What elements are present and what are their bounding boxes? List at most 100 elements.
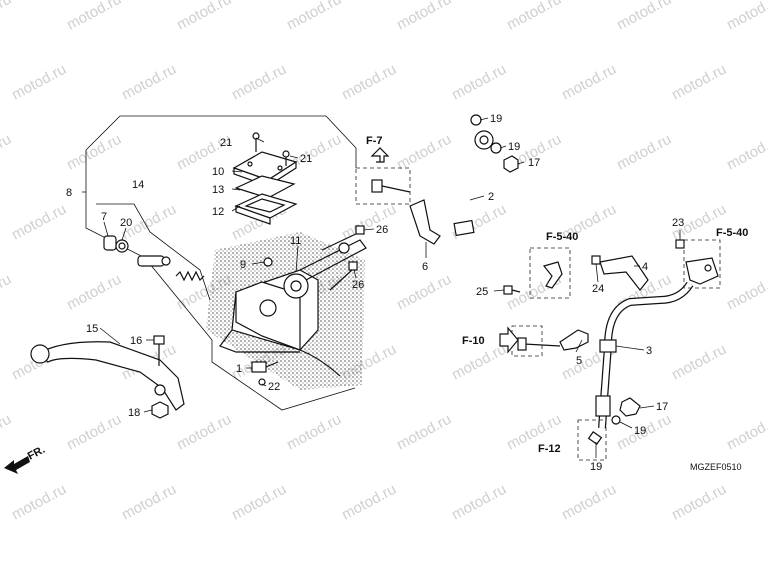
- banjo-washer-19c: [611, 415, 621, 425]
- callout-5: 5: [576, 355, 582, 367]
- watermark-text: motod.ru: [394, 0, 454, 34]
- callout-25: 25: [476, 286, 488, 298]
- watermark-text: motod.ru: [174, 411, 234, 454]
- watermark-text: motod.ru: [724, 271, 768, 314]
- banjo-bolt-17b: [619, 397, 641, 417]
- watermark-text: motod.ru: [339, 61, 399, 104]
- callout-18: 18: [128, 407, 140, 419]
- group-boundary-8: [85, 115, 356, 411]
- watermark-text: motod.ru: [394, 271, 454, 314]
- callout-3: 3: [646, 345, 652, 357]
- watermark-text: motod.ru: [394, 131, 454, 174]
- watermark-text: motod.ru: [229, 61, 289, 104]
- banjo-washer-19d: [587, 431, 603, 445]
- watermark-text: motod.ru: [174, 0, 234, 34]
- watermark-text: motod.ru: [9, 201, 69, 244]
- watermark-text: motod.ru: [449, 201, 509, 244]
- master-cylinder-group: [85, 115, 367, 411]
- watermark-text: motod.ru: [559, 61, 619, 104]
- banjo-washer-19a: [470, 114, 482, 126]
- callout-17a: 17: [528, 157, 540, 169]
- watermark-text: motod.ru: [669, 61, 729, 104]
- watermark-text: motod.ru: [449, 61, 509, 104]
- ref-box-f12: [577, 419, 607, 461]
- watermark-text: motod.ru: [0, 271, 14, 314]
- ref-f10: F-10: [462, 335, 485, 347]
- callout-17b: 17: [656, 401, 668, 413]
- callout-19d: 19: [590, 461, 602, 473]
- group-boundary-8-top: [120, 115, 357, 168]
- watermark-text: motod.ru: [64, 0, 124, 34]
- callout-13: 13: [212, 184, 224, 196]
- callout-19c: 19: [634, 425, 646, 437]
- watermark-text: motod.ru: [284, 0, 344, 34]
- piston-boot-7: [103, 235, 117, 251]
- stay-5: [517, 329, 589, 351]
- callout-7: 7: [101, 211, 107, 223]
- watermark-layer: motod.ru motod.ru motod.ru motod.ru motod.ru…: [0, 0, 768, 524]
- watermark-text: motod.ru: [724, 131, 768, 174]
- lever-nut-18: [151, 401, 169, 419]
- up-arrow-icon: [370, 147, 390, 163]
- watermark-text: motod.ru: [64, 411, 124, 454]
- callout-8: 8: [66, 187, 72, 199]
- group-boundary-14: [96, 203, 211, 301]
- piston: [137, 255, 171, 267]
- diagram-code: MGZEF0510: [690, 462, 742, 472]
- watermark-text: motod.ru: [64, 131, 124, 174]
- callout-14: 14: [132, 179, 144, 191]
- watermark-text: motod.ru: [64, 271, 124, 314]
- ref-box-f540a: [529, 247, 571, 299]
- right-arrow-icon: [499, 326, 519, 354]
- banjo-washer-19b: [490, 142, 502, 154]
- ref-box-f540b: [683, 239, 721, 289]
- callout-10: 10: [212, 166, 224, 178]
- lower-brake-hose: [595, 257, 719, 429]
- ref-f540b: F-5-40: [716, 227, 748, 239]
- circlip-20: [115, 239, 129, 253]
- watermark-text: motod.ru: [0, 0, 14, 34]
- callout-2: 2: [488, 191, 494, 203]
- watermark-text: motod.ru: [9, 481, 69, 524]
- callout-16: 16: [130, 335, 142, 347]
- reference-labels: F-7 F-5-40 F-5-40 F-10 F-12 FR. MGZEF051…: [26, 135, 749, 472]
- banjo-bolt-17a: [503, 155, 519, 173]
- hose-stay-6: [409, 199, 441, 245]
- callout-4: 4: [642, 261, 648, 273]
- reservoir-diaphragm: [234, 193, 298, 225]
- watermark-text: motod.ru: [0, 411, 14, 454]
- watermark-text: motod.ru: [504, 0, 564, 34]
- ref-box-f7: [355, 167, 411, 205]
- reservoir-plate: [234, 175, 296, 199]
- callout-23: 23: [672, 217, 684, 229]
- watermark-text: motod.ru: [119, 481, 179, 524]
- clamp-4: [599, 255, 649, 291]
- leader-lines: [82, 117, 681, 458]
- ref-f7: F-7: [366, 135, 383, 147]
- screw-21b: [282, 150, 290, 166]
- screw-24: [591, 255, 601, 265]
- master-cylinder-body: [206, 232, 367, 390]
- callout-21a: 21: [220, 137, 232, 149]
- callout-26b: 26: [352, 279, 364, 291]
- callout-labels: 1 2 3 4 5 6 7 8 9 10 11 12 13 14 15 16 1…: [66, 113, 684, 473]
- callout-11: 11: [290, 235, 301, 247]
- callout-22: 22: [268, 381, 280, 393]
- watermark-text: motod.ru: [339, 481, 399, 524]
- callout-26a: 26: [376, 224, 388, 236]
- bolt-26b: [329, 261, 358, 291]
- watermark-text: motod.ru: [119, 61, 179, 104]
- callout-6: 6: [422, 261, 428, 273]
- ref-f540a: F-5-40: [546, 231, 578, 243]
- callout-19b: 19: [508, 141, 520, 153]
- bolt-23: [675, 239, 685, 249]
- direction-label: FR.: [26, 444, 47, 463]
- callout-19a: 19: [490, 113, 502, 125]
- screw-21a: [252, 132, 260, 152]
- upper-brake-hose: [453, 130, 563, 289]
- watermark-text: motod.ru: [669, 481, 729, 524]
- watermark-text: motod.ru: [229, 481, 289, 524]
- brake-switch: [251, 361, 279, 386]
- watermark-text: motod.ru: [724, 411, 768, 454]
